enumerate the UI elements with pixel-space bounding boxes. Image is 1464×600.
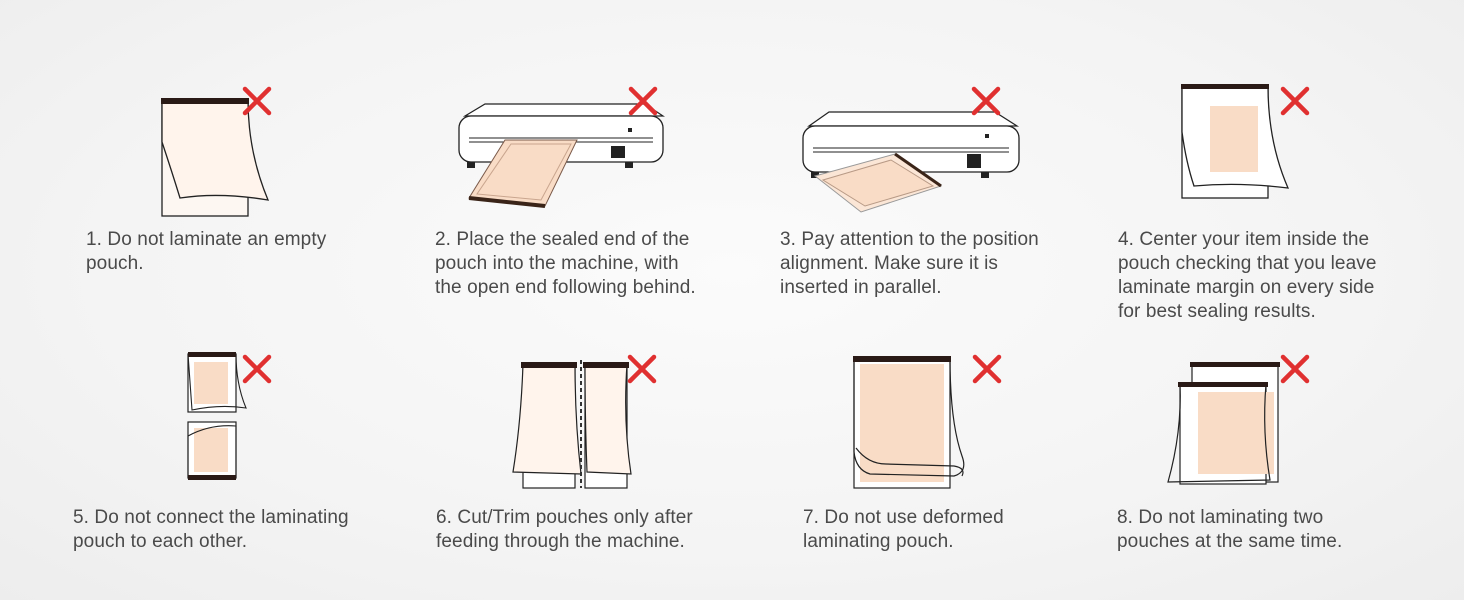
cut-pouch-icon <box>512 360 632 489</box>
step-2-caption: 2. Place the sealed end of the pouch int… <box>435 229 696 298</box>
deformed-pouch-icon <box>853 356 965 489</box>
empty-pouch-icon <box>161 98 270 217</box>
step-1-illustration <box>150 82 280 227</box>
x-mark-icon <box>971 86 1001 116</box>
step-4-caption: 4. Center your item inside the pouch che… <box>1118 229 1377 322</box>
step-5-caption: 5. Do not connect the laminating pouch t… <box>73 507 349 552</box>
step-7-illustration <box>850 352 1002 497</box>
centered-item-pouch-icon <box>1181 84 1290 199</box>
x-mark-icon <box>628 86 658 116</box>
step-8-illustration <box>1162 352 1310 497</box>
x-mark-icon <box>242 354 272 384</box>
laminator-feed-icon <box>458 103 665 208</box>
step-7-caption: 7. Do not use deformed laminating pouch. <box>803 507 1004 552</box>
two-pouches-icon <box>1167 362 1280 485</box>
step-6-caption: 6. Cut/Trim pouches only after feeding t… <box>436 507 693 552</box>
step-8-caption: 8. Do not laminating two pouches at the … <box>1117 507 1343 552</box>
x-mark-icon <box>972 354 1002 384</box>
connected-pouches-icon <box>187 352 247 480</box>
step-3-illustration <box>795 82 1025 227</box>
step-1-caption: 1. Do not laminate an empty pouch. <box>86 229 327 274</box>
step-4-illustration <box>1170 82 1310 227</box>
step-6-illustration <box>505 352 657 497</box>
step-3-caption: 3. Pay attention to the position alignme… <box>780 229 1039 298</box>
x-mark-icon <box>1280 86 1310 116</box>
x-mark-icon <box>1280 354 1310 384</box>
x-mark-icon <box>627 354 657 384</box>
step-2-illustration <box>445 82 675 217</box>
step-5-illustration <box>180 352 272 487</box>
x-mark-icon <box>242 86 272 116</box>
